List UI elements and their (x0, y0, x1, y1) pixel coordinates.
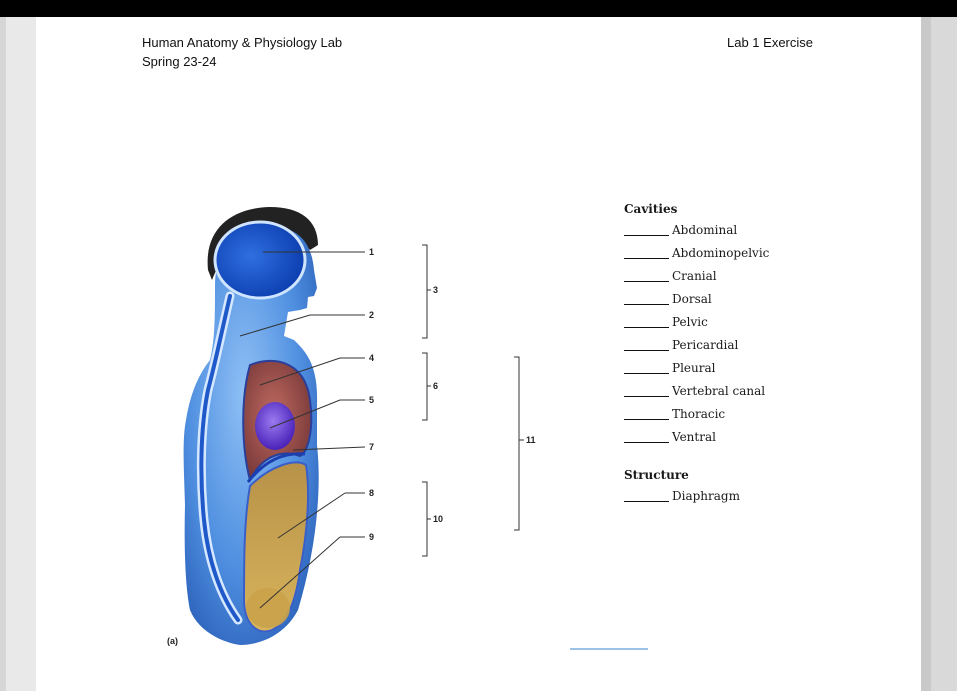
cavities-heading: Cavities (624, 202, 678, 216)
answer-blank (624, 350, 669, 351)
top-black-bar (0, 0, 957, 17)
label-7: 7 (369, 442, 374, 452)
label-11: 11 (526, 435, 536, 445)
cavity-label: Pleural (672, 361, 716, 375)
answer-blank (624, 327, 669, 328)
cavity-label: Vertebral canal (672, 384, 766, 398)
body-cavities-illustration: 1 2 3 4 5 6 7 8 9 10 11 (183, 207, 536, 645)
cavity-label: Abdominopelvic (672, 246, 770, 260)
label-3: 3 (433, 285, 438, 295)
answer-blank (624, 442, 669, 443)
label-10: 10 (433, 514, 443, 524)
list-item: Ventral (624, 426, 769, 449)
leader-lines (239, 244, 524, 609)
label-9: 9 (369, 532, 374, 542)
page-shadow (921, 17, 931, 691)
list-item: Cranial (624, 265, 769, 288)
list-item: Pelvic (624, 311, 769, 334)
cavity-label: Dorsal (672, 292, 712, 306)
cavity-label: Abdominal (672, 223, 738, 237)
answer-blank (624, 373, 669, 374)
list-item: Abdominal (624, 219, 769, 242)
list-item: Thoracic (624, 403, 769, 426)
exercise-label: Lab 1 Exercise (727, 35, 813, 50)
course-title: Human Anatomy & Physiology Lab (142, 35, 343, 50)
figure-number-labels: 1 2 3 4 5 6 7 8 9 10 11 (369, 247, 536, 542)
document-page (36, 17, 921, 691)
cavity-label: Pelvic (672, 315, 708, 329)
answer-blank (624, 281, 669, 282)
answer-blank (624, 258, 669, 259)
answer-blank (624, 304, 669, 305)
structure-label: Diaphragm (672, 489, 740, 503)
list-item: Diaphragm (624, 485, 769, 508)
cavity-label: Pericardial (672, 338, 739, 352)
viewer-left-margin (0, 17, 6, 691)
label-1: 1 (369, 247, 374, 257)
label-5: 5 (369, 395, 374, 405)
cavity-label: Thoracic (672, 407, 726, 421)
body-cavities-figure: 1 2 3 4 5 6 7 8 9 10 11 (160, 190, 570, 660)
label-2: 2 (369, 310, 374, 320)
human-figure (183, 207, 319, 645)
cursor-line (570, 648, 648, 650)
cavity-label: Cranial (672, 269, 717, 283)
structure-heading: Structure (624, 468, 689, 482)
list-item: Dorsal (624, 288, 769, 311)
label-6: 6 (433, 381, 438, 391)
label-8: 8 (369, 488, 374, 498)
answer-blank (624, 419, 669, 420)
cavity-label: Ventral (672, 430, 716, 444)
list-item: Pleural (624, 357, 769, 380)
list-item: Vertebral canal (624, 380, 769, 403)
term-label: Spring 23-24 (142, 54, 217, 69)
label-4: 4 (369, 353, 374, 363)
list-item: Abdominopelvic (624, 242, 769, 265)
answer-blank (624, 396, 669, 397)
answer-list: Cavities Abdominal Abdominopelvic Crania… (624, 199, 769, 508)
answer-blank (624, 235, 669, 236)
figure-tag: (a) (167, 636, 178, 646)
list-item: Pericardial (624, 334, 769, 357)
answer-blank (624, 501, 669, 502)
